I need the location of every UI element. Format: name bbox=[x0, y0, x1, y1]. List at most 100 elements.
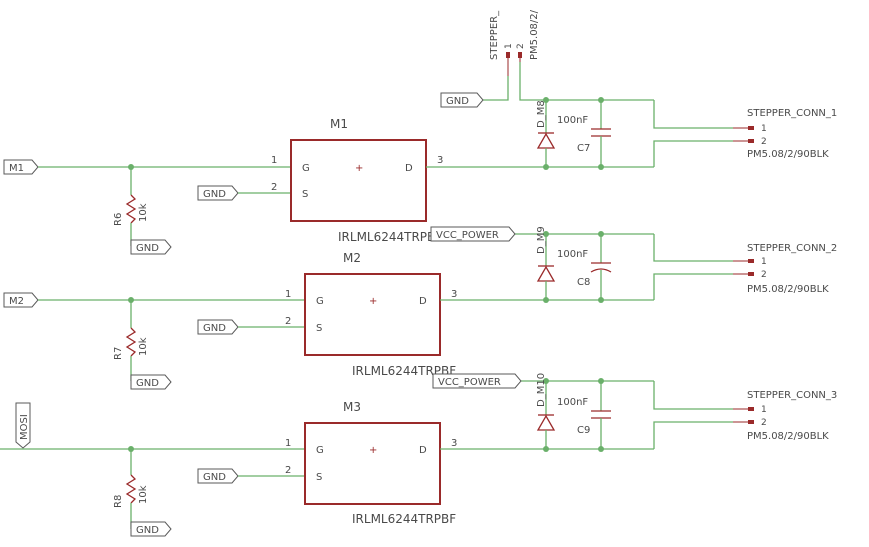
svg-text:+: + bbox=[369, 445, 377, 456]
svg-text:3: 3 bbox=[451, 289, 457, 300]
svg-text:D_M8: D_M8 bbox=[536, 100, 547, 128]
stage-1: M1 R6 10k GND GND M1 1 2 3 G bbox=[3, 97, 837, 255]
resistor-r6[interactable]: R6 10k bbox=[113, 167, 149, 246]
gnd-tag-m3-source: GND bbox=[197, 468, 239, 484]
svg-text:C9: C9 bbox=[577, 425, 590, 436]
stepper-top-pin1-label: 1 bbox=[504, 43, 514, 49]
svg-text:2: 2 bbox=[285, 465, 291, 476]
diode-d-m10[interactable]: D_M10 bbox=[536, 373, 556, 449]
svg-text:PM5.08/2/90BLK: PM5.08/2/90BLK bbox=[747, 149, 829, 160]
vcc-tag-3: VCC_POWER bbox=[432, 373, 522, 389]
svg-text:STEPPER_CONN_2: STEPPER_CONN_2 bbox=[747, 243, 837, 254]
svg-text:1: 1 bbox=[761, 405, 767, 415]
gnd-tag-m2-source: GND bbox=[197, 319, 239, 335]
svg-text:3: 3 bbox=[437, 155, 443, 166]
svg-text:STEPPER_CONN_3: STEPPER_CONN_3 bbox=[747, 390, 837, 401]
stepper-conn-1[interactable]: STEPPER_CONN_1 1 2 PM5.08/2/90BLK bbox=[733, 108, 837, 160]
svg-text:100nF: 100nF bbox=[557, 115, 588, 126]
svg-text:R7: R7 bbox=[113, 347, 124, 360]
stepper-top-connector[interactable]: STEPPER_ 1 2 PM5.08/2/ bbox=[489, 9, 540, 76]
wire-top-v bbox=[519, 62, 546, 101]
capacitor-c8[interactable]: 100nF C8 bbox=[557, 234, 612, 300]
capacitor-c9[interactable]: 100nF C9 bbox=[557, 381, 611, 449]
svg-text:R8: R8 bbox=[113, 495, 124, 508]
svg-text:2: 2 bbox=[285, 316, 291, 327]
stage-3: MOSI R8 10k GND GND M3 1 2 3 G S D bbox=[0, 373, 837, 537]
svg-text:PM5.08/2/90BLK: PM5.08/2/90BLK bbox=[747, 284, 829, 295]
svg-text:M3: M3 bbox=[343, 400, 361, 414]
svg-text:+: + bbox=[369, 296, 377, 307]
svg-text:GND: GND bbox=[136, 525, 159, 536]
mosfet-m1[interactable]: M1 1 2 3 G S D + IRLML6244TRPBF bbox=[271, 117, 443, 244]
gnd-tag-r8: GND bbox=[130, 521, 172, 537]
svg-text:M2: M2 bbox=[343, 251, 361, 265]
svg-text:C7: C7 bbox=[577, 143, 590, 154]
svg-text:1: 1 bbox=[761, 257, 767, 267]
svg-text:VCC_POWER: VCC_POWER bbox=[436, 230, 499, 241]
svg-text:GND: GND bbox=[136, 378, 159, 389]
svg-text:1: 1 bbox=[285, 289, 291, 300]
svg-text:GND: GND bbox=[136, 243, 159, 254]
mosi-input-tag: MOSI bbox=[15, 402, 31, 449]
gnd-tag-top: GND bbox=[440, 92, 484, 108]
svg-text:IRLML6244TRPBF: IRLML6244TRPBF bbox=[352, 512, 456, 526]
stepper-top-name: STEPPER_ bbox=[489, 10, 500, 60]
svg-text:S: S bbox=[302, 189, 308, 200]
svg-text:D: D bbox=[419, 296, 427, 307]
gnd-tag-r6: GND bbox=[130, 239, 172, 255]
svg-text:IRLML6244TRPBF: IRLML6244TRPBF bbox=[352, 364, 456, 378]
m2-input-tag: M2 bbox=[3, 292, 39, 308]
vcc-tag-2: VCC_POWER bbox=[430, 226, 516, 242]
svg-text:D_M10: D_M10 bbox=[536, 373, 547, 407]
svg-text:D: D bbox=[419, 445, 427, 456]
svg-text:2: 2 bbox=[761, 418, 767, 428]
stepper-top-value: PM5.08/2/ bbox=[529, 9, 540, 60]
svg-text:G: G bbox=[316, 445, 324, 456]
diode-d-m8[interactable]: D_M8 bbox=[536, 100, 556, 167]
svg-text:MOSI: MOSI bbox=[19, 414, 30, 440]
capacitor-c7[interactable]: 100nF C7 bbox=[557, 100, 611, 167]
m1-input-tag: M1 bbox=[3, 159, 39, 175]
svg-text:M1: M1 bbox=[9, 163, 24, 174]
svg-text:10k: 10k bbox=[138, 337, 149, 356]
svg-text:2: 2 bbox=[271, 182, 277, 193]
stepper-conn-2[interactable]: STEPPER_CONN_2 1 2 PM5.08/2/90BLK bbox=[733, 243, 837, 295]
resistor-r7[interactable]: R7 10k bbox=[113, 300, 149, 381]
svg-text:R6: R6 bbox=[113, 213, 124, 226]
svg-text:1: 1 bbox=[761, 124, 767, 134]
diode-d-m9[interactable]: D_M9 bbox=[536, 226, 556, 300]
svg-text:C8: C8 bbox=[577, 277, 590, 288]
svg-text:PM5.08/2/90BLK: PM5.08/2/90BLK bbox=[747, 431, 829, 442]
svg-text:M2: M2 bbox=[9, 296, 24, 307]
svg-text:GND: GND bbox=[446, 96, 469, 107]
svg-text:G: G bbox=[316, 296, 324, 307]
svg-text:D_M9: D_M9 bbox=[536, 226, 547, 254]
svg-text:10k: 10k bbox=[138, 203, 149, 222]
svg-text:2: 2 bbox=[761, 137, 767, 147]
svg-text:100nF: 100nF bbox=[557, 249, 588, 260]
svg-text:STEPPER_CONN_1: STEPPER_CONN_1 bbox=[747, 108, 837, 119]
svg-text:GND: GND bbox=[203, 189, 226, 200]
svg-text:2: 2 bbox=[761, 270, 767, 280]
svg-text:+: + bbox=[355, 163, 363, 174]
svg-text:D: D bbox=[405, 163, 413, 174]
stepper-top-pin1-pad bbox=[506, 52, 510, 58]
svg-text:10k: 10k bbox=[138, 485, 149, 504]
stepper-top-pin2-label: 2 bbox=[516, 43, 526, 49]
wire-top-gnd bbox=[483, 76, 509, 101]
resistor-r8[interactable]: R8 10k bbox=[113, 449, 149, 529]
svg-text:M1: M1 bbox=[330, 117, 348, 131]
svg-text:GND: GND bbox=[203, 472, 226, 483]
svg-text:VCC_POWER: VCC_POWER bbox=[438, 377, 501, 388]
mosfet-m3[interactable]: M3 1 2 3 G S D + IRLML6244TRPBF bbox=[285, 400, 457, 526]
svg-text:G: G bbox=[302, 163, 310, 174]
svg-text:S: S bbox=[316, 472, 322, 483]
svg-text:3: 3 bbox=[451, 438, 457, 449]
svg-text:GND: GND bbox=[203, 323, 226, 334]
stepper-top-pin2-pad bbox=[518, 52, 522, 58]
mosfet-m2[interactable]: M2 1 2 3 G S D + IRLML6244TRPBF bbox=[285, 251, 457, 378]
stepper-conn-3[interactable]: STEPPER_CONN_3 1 2 PM5.08/2/90BLK bbox=[733, 390, 837, 442]
stage-2: M2 R7 10k GND GND M2 1 2 3 G S D bbox=[3, 226, 837, 390]
svg-text:1: 1 bbox=[271, 155, 277, 166]
